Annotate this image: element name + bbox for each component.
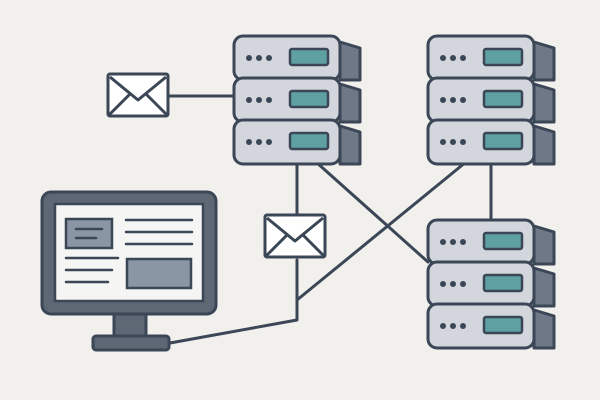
server-unit — [426, 218, 556, 266]
server-unit — [426, 260, 556, 308]
envelope-icon — [263, 213, 327, 259]
server-unit — [426, 118, 556, 166]
link-rack-a-to-workstation — [168, 258, 299, 345]
desktop-monitor-icon — [40, 190, 218, 352]
screen-content-block — [125, 257, 193, 290]
link-rack-a-to-rack-c — [314, 160, 430, 264]
server-rack-icon — [232, 34, 362, 166]
server-unit — [426, 76, 556, 124]
screen-image-block — [64, 217, 114, 250]
connection-lines — [166, 94, 493, 345]
server-unit — [232, 118, 362, 166]
link-rack-b-to-workstation — [295, 160, 468, 302]
server-rack-icon — [426, 218, 556, 350]
monitor-stand-base — [91, 334, 171, 352]
envelope-icon — [106, 72, 170, 118]
server-unit — [426, 34, 556, 82]
server-unit — [232, 34, 362, 82]
server-rack-icon — [426, 34, 556, 166]
server-unit — [232, 76, 362, 124]
server-unit — [426, 302, 556, 350]
